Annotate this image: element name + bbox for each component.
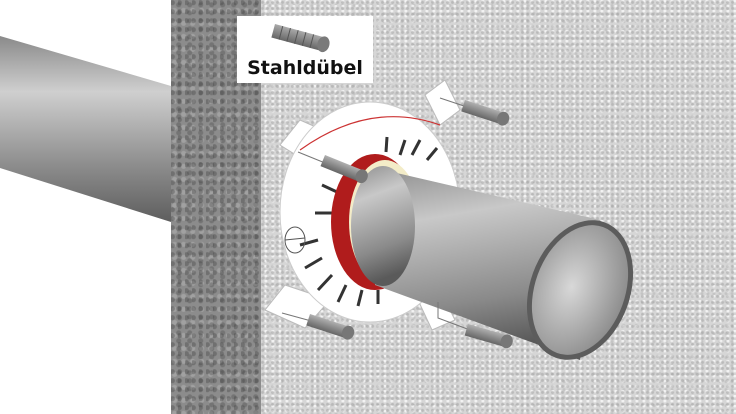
steel-anchor-icon bbox=[271, 23, 330, 53]
collar-ticks bbox=[299, 136, 439, 307]
legend-label: Stahldübel bbox=[247, 57, 363, 79]
steel-anchor bbox=[281, 97, 513, 349]
pipe-back-section bbox=[0, 36, 171, 222]
pipe-front-section bbox=[351, 166, 634, 360]
legend-box: Stahldübel bbox=[237, 16, 373, 83]
